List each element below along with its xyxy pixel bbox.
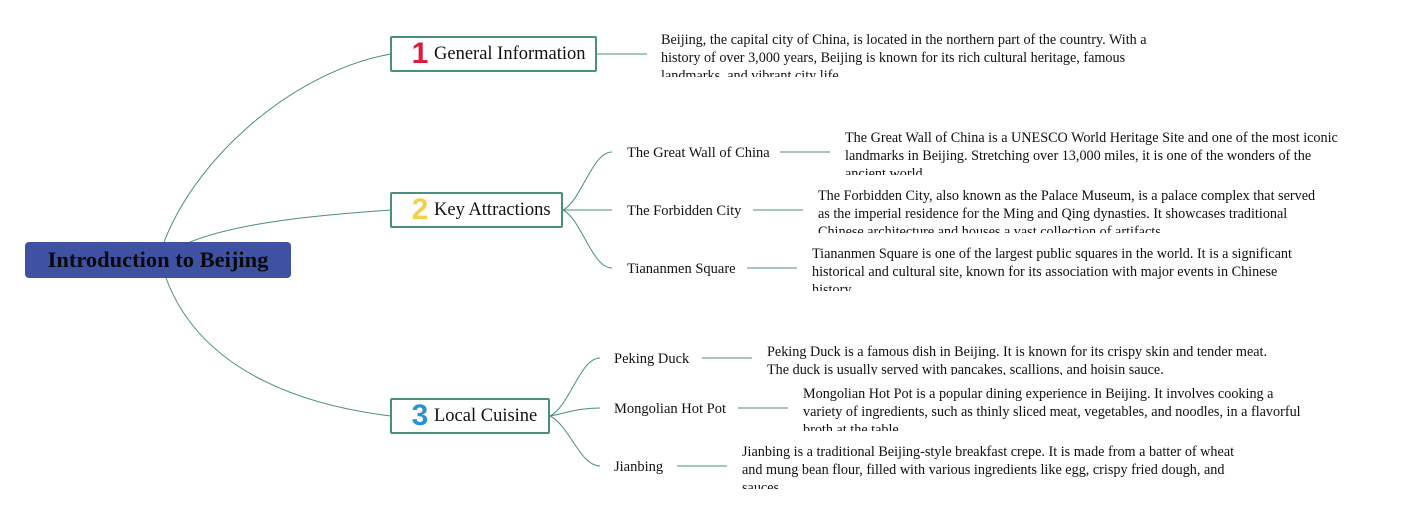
connector-root-general [163,53,392,243]
leaf-jianbing[interactable]: Jianbing [614,459,664,475]
number-three-icon: 3 [411,399,429,432]
leaf-tiananmen-square[interactable]: Tiananmen Square [627,261,736,277]
root-topic[interactable]: Introduction to Beijing [25,242,291,278]
branch-general-information[interactable]: 1 General Information [390,36,597,72]
leaf-forbidden-city[interactable]: The Forbidden City [627,203,742,219]
connector-cuisine-duck [549,357,601,417]
description-forbidden-city: The Forbidden City, also known as the Pa… [818,188,1316,233]
connector-root-cuisine [165,277,392,417]
description-general-information: Beijing, the capital city of China, is l… [661,32,1147,77]
leaf-mongolian-hot-pot[interactable]: Mongolian Hot Pot [614,401,726,417]
number-one-icon: 1 [411,37,429,70]
description-jianbing: Jianbing is a traditional Beijing-style … [742,444,1235,489]
branch-label: Local Cuisine [434,405,538,426]
connector-attr-tiananmen [562,209,613,269]
description-great-wall: The Great Wall of China is a UNESCO Worl… [845,130,1338,175]
description-peking-duck: Peking Duck is a famous dish in Beijing.… [767,344,1268,375]
leaf-peking-duck[interactable]: Peking Duck [614,351,690,367]
connector-cuisine-hotpot [549,407,601,417]
leaf-great-wall[interactable]: The Great Wall of China [627,145,770,161]
number-two-icon: 2 [411,193,429,226]
connector-attr-greatwall [562,151,613,211]
branch-key-attractions[interactable]: 2 Key Attractions [390,192,563,228]
connector-cuisine-jianbing [549,415,601,467]
branch-local-cuisine[interactable]: 3 Local Cuisine [390,398,550,434]
description-tiananmen-square: Tiananmen Square is one of the largest p… [812,246,1292,291]
branch-label: General Information [434,43,586,64]
branch-label: Key Attractions [434,199,551,220]
root-title: Introduction to Beijing [47,247,269,272]
connector-root-attractions [189,209,392,243]
description-mongolian-hot-pot: Mongolian Hot Pot is a popular dining ex… [803,386,1301,431]
